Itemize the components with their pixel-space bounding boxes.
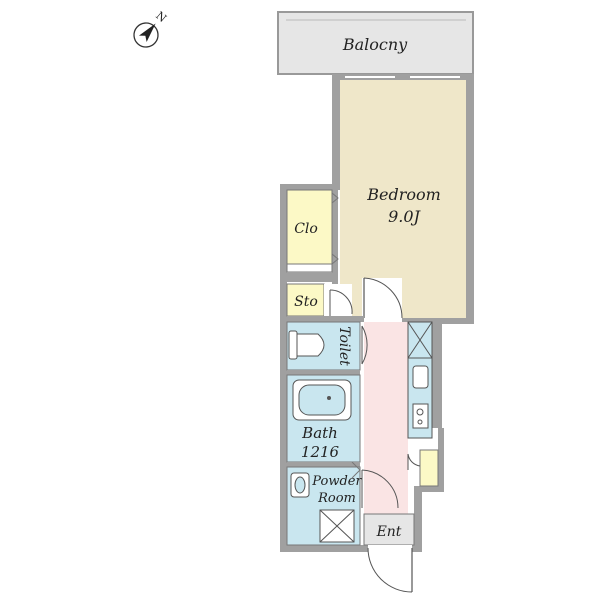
wall-sto-toilet (287, 316, 364, 322)
wall-bottom (280, 545, 422, 552)
powder-room-label-line2: Room (317, 491, 356, 506)
storage-door[interactable] (324, 284, 353, 316)
closet-door-mark-top (331, 192, 339, 204)
entrance-area (363, 513, 415, 546)
shelf-gap (286, 263, 333, 273)
bath-size: 1216 (301, 443, 340, 461)
balcony-label: Balocny (342, 35, 408, 54)
hallway-area (364, 322, 408, 514)
balcony-area (277, 11, 474, 75)
closet-area (286, 189, 333, 265)
bathtub-icon (292, 379, 352, 421)
storage-label: Sto (294, 294, 318, 310)
entrance-label: Ent (376, 524, 402, 540)
toilet-door[interactable] (361, 325, 368, 365)
wall-clo-top (280, 184, 340, 190)
washer-pan-icon (319, 509, 355, 543)
entrance-door[interactable] (367, 545, 413, 593)
kitchen (407, 321, 433, 439)
entrance-door-arc (367, 547, 413, 593)
cabinet-door[interactable] (407, 453, 421, 470)
cabinet-door-arc (407, 453, 421, 467)
north-arrow-icon (138, 23, 156, 43)
wall-toilet-bath (287, 370, 360, 375)
compass: N (133, 9, 169, 48)
wall-step (414, 486, 444, 492)
bath-door-mark (351, 461, 361, 479)
closet-door-mark-bottom (331, 253, 339, 265)
powder-room-door[interactable] (361, 469, 399, 509)
wall-entrance-right (414, 486, 422, 552)
closet-label: Clo (294, 221, 318, 237)
toilet-door-arc (361, 325, 368, 365)
shoe-cabinet (419, 449, 439, 487)
wall-fridge-right (438, 428, 444, 490)
entrance-door-opening (368, 545, 412, 552)
powder-door-arc (361, 469, 399, 509)
bedroom-label: Bedroom (366, 185, 441, 204)
toilet-fixture-icon (288, 330, 325, 360)
wall-kitchen-right (432, 318, 442, 428)
bedroom-door[interactable] (362, 277, 403, 322)
storage-area (286, 283, 325, 317)
bedroom-door-opening (362, 278, 402, 322)
bedroom-size: 9.0J (388, 207, 421, 226)
wall-left (280, 184, 287, 551)
wall-clo-sto (287, 272, 332, 282)
sink-icon (290, 472, 310, 498)
stove-burner-icon (417, 419, 423, 425)
kitchen-cabinet-cross2 (407, 321, 433, 359)
storage-door-opening (324, 284, 352, 316)
toilet-label: Toilet (336, 326, 352, 366)
stove-icon (412, 403, 429, 429)
stove-burner-icon (416, 408, 424, 416)
wall-window (332, 74, 474, 80)
bedroom-door-arc (363, 277, 403, 319)
kitchen-sink-icon (412, 365, 429, 389)
compass-north-label: N (153, 9, 169, 25)
storage-door-arc (329, 289, 353, 315)
wall-bedroom-left (332, 74, 340, 186)
wall-bedroom-right (466, 74, 474, 324)
wall-bedroom-bottom (402, 318, 474, 324)
bath-label: Bath (301, 424, 338, 442)
powder-room-label-line1: Powder (311, 474, 362, 489)
bedroom-area (340, 80, 466, 318)
wall-bath-powder (287, 462, 360, 467)
